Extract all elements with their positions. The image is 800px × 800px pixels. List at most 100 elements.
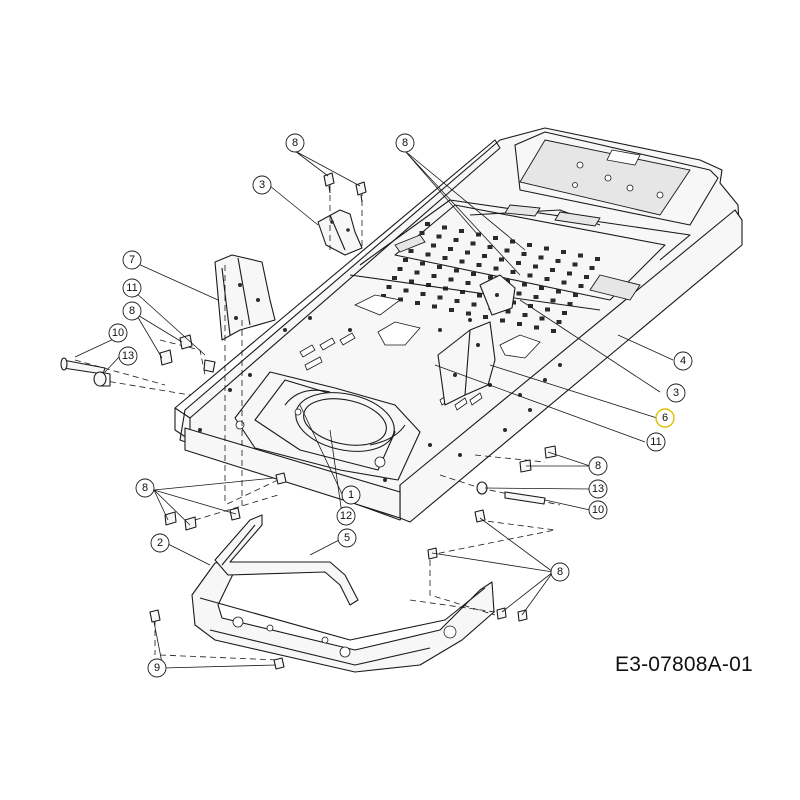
screw-icon: [517, 609, 528, 622]
grate-hole: [562, 311, 567, 315]
screw-icon: [164, 511, 177, 526]
grate-hole: [504, 248, 510, 253]
svg-text:8: 8: [129, 305, 135, 317]
callout-13[interactable]: 13: [118, 346, 138, 366]
grate-hole: [545, 307, 550, 312]
grate-hole: [442, 256, 448, 260]
leader-lines: [74, 150, 674, 669]
grate-hole: [578, 253, 583, 258]
pin-icon: [60, 357, 106, 375]
callout-8[interactable]: 8: [550, 562, 570, 582]
callout-7[interactable]: 7: [122, 250, 142, 270]
grate-hole: [414, 270, 420, 275]
grate-hole: [539, 316, 545, 321]
grate-hole: [499, 257, 504, 262]
grate-hole: [551, 329, 556, 333]
grate-hole: [538, 255, 544, 260]
grate-hole: [493, 236, 498, 240]
grate-hole: [477, 293, 482, 298]
callout-8[interactable]: 8: [395, 133, 415, 153]
screw-icon: [519, 459, 532, 473]
bracket-right-rear: [479, 274, 516, 316]
grate-hole: [392, 276, 397, 280]
grate-hole: [516, 261, 521, 265]
bushing-icon: [93, 371, 111, 387]
svg-text:8: 8: [292, 137, 298, 149]
svg-text:3: 3: [673, 387, 679, 399]
screw-icon: [275, 472, 287, 485]
grate-hole: [408, 249, 414, 253]
grate-hole: [398, 297, 403, 302]
drawing-code: E3-07808A-01: [615, 653, 753, 676]
callout-2[interactable]: 2: [150, 533, 170, 553]
grate-hole: [460, 290, 465, 294]
grate-hole: [459, 229, 464, 233]
grate-hole: [561, 280, 567, 285]
svg-text:10: 10: [112, 327, 124, 339]
grate-hole: [578, 284, 584, 288]
grate-hole: [522, 282, 527, 287]
grate-hole: [487, 245, 493, 249]
callout-10[interactable]: 10: [108, 323, 128, 343]
svg-text:8: 8: [557, 566, 563, 578]
callout-8[interactable]: 8: [285, 133, 305, 153]
grate-hole: [510, 239, 515, 244]
fasteners: [60, 172, 557, 670]
grate-hole: [584, 275, 589, 279]
grate-hole: [454, 299, 460, 303]
grate-hole: [510, 270, 516, 274]
grate-hole: [550, 298, 556, 303]
callout-8[interactable]: 8: [588, 456, 608, 476]
grate-hole: [517, 322, 522, 326]
grate-hole: [381, 294, 386, 298]
screw-icon: [273, 657, 285, 670]
screw-icon: [149, 609, 161, 623]
callout-3[interactable]: 3: [252, 175, 272, 195]
callout-10[interactable]: 10: [588, 500, 608, 520]
callout-4[interactable]: 4: [673, 351, 693, 371]
grate-hole: [403, 258, 408, 262]
bracket-left-front: [214, 254, 276, 341]
grate-hole: [528, 304, 533, 308]
svg-text:12: 12: [340, 510, 352, 522]
callout-9[interactable]: 9: [147, 658, 167, 678]
screw-icon: [323, 172, 335, 194]
svg-text:8: 8: [595, 460, 601, 472]
grate-hole: [476, 232, 481, 237]
grate-hole: [437, 265, 442, 269]
callout-5[interactable]: 5: [337, 528, 357, 548]
grate-hole: [437, 295, 443, 300]
callout-13[interactable]: 13: [588, 479, 608, 499]
bracket-right: [437, 321, 496, 406]
screw-icon: [179, 334, 193, 350]
grate-hole: [459, 259, 465, 264]
grate-hole: [521, 252, 527, 256]
callout-6[interactable]: 6: [655, 408, 675, 428]
svg-text:3: 3: [259, 179, 265, 191]
callout-8[interactable]: 8: [122, 301, 142, 321]
grate-hole: [527, 273, 533, 278]
screw-icon: [159, 349, 173, 366]
bumper-brace: [214, 514, 359, 606]
grate-hole: [595, 257, 600, 261]
callout-11[interactable]: 11: [646, 432, 666, 452]
screw-icon: [427, 547, 438, 560]
callout-8[interactable]: 8: [135, 478, 155, 498]
grate-hole: [550, 268, 555, 272]
grate-hole: [448, 247, 453, 251]
callout-11[interactable]: 11: [122, 278, 142, 298]
callouts: 8 3 8 7 11 8 10 13 4 3 6 11 8 13 10 1 12…: [108, 133, 693, 678]
grate-hole: [534, 325, 539, 330]
callout-1[interactable]: 1: [341, 485, 361, 505]
grate-hole: [466, 311, 471, 316]
svg-text:9: 9: [154, 662, 160, 674]
callout-12[interactable]: 12: [336, 506, 356, 526]
svg-text:10: 10: [592, 504, 604, 516]
screw-icon: [474, 509, 486, 523]
svg-text:8: 8: [142, 482, 148, 494]
callout-3[interactable]: 3: [666, 383, 686, 403]
bracket-left-rear: [317, 209, 363, 256]
grate-hole: [544, 246, 549, 251]
grate-hole: [567, 302, 573, 306]
grate-hole: [465, 250, 470, 255]
